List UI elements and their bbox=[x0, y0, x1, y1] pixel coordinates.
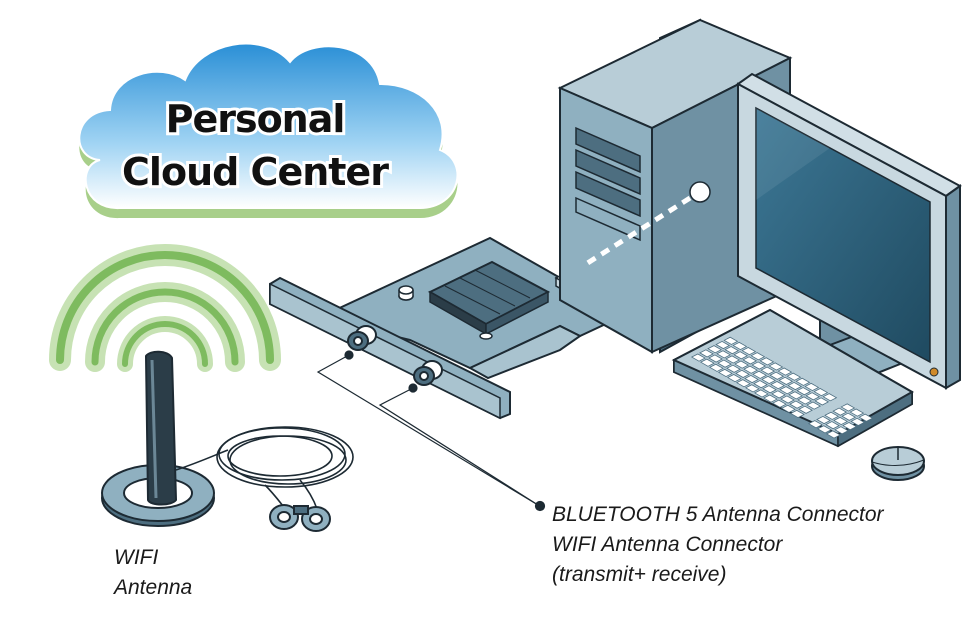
keyboard-key bbox=[771, 399, 787, 408]
keyboard-key bbox=[750, 352, 766, 361]
keyboard-key bbox=[842, 422, 858, 431]
keyboard-key bbox=[741, 347, 757, 356]
keyboard-key bbox=[777, 367, 793, 376]
keyboard-key bbox=[858, 413, 874, 422]
keyboard-key bbox=[780, 395, 795, 404]
keyboard-key bbox=[770, 381, 786, 390]
keyboard-key bbox=[849, 408, 865, 417]
cloud-icon: Personal Cloud Center bbox=[78, 42, 459, 219]
keyboard-key bbox=[841, 412, 857, 421]
connector-label-bluetooth: BLUETOOTH 5 Antenna Connector bbox=[552, 503, 884, 526]
keyboard-key bbox=[732, 341, 748, 351]
keyboard-key bbox=[726, 364, 741, 373]
connector-leader-lines bbox=[316, 350, 546, 512]
cloud-title-line2: Cloud Center bbox=[122, 150, 389, 194]
keyboard-key bbox=[798, 405, 813, 414]
keyboard-key bbox=[742, 356, 758, 365]
keyboard-key bbox=[813, 388, 829, 397]
keyboard-key bbox=[795, 377, 811, 386]
wifi-antenna-label-line1: WIFI bbox=[114, 546, 159, 569]
keyboard-key bbox=[735, 379, 751, 388]
keyboard-key bbox=[833, 416, 849, 426]
wifi-antenna-label-line2: Antenna bbox=[114, 576, 193, 599]
keyboard-key bbox=[789, 400, 804, 409]
keyboard-key bbox=[825, 430, 841, 439]
keyboard-key bbox=[832, 407, 848, 416]
wifi-signal-icon bbox=[49, 244, 281, 372]
keyboard-key bbox=[762, 394, 778, 403]
keyboard-key bbox=[768, 362, 784, 371]
keyboard-key bbox=[715, 340, 731, 350]
keyboard-key bbox=[744, 384, 760, 393]
wifi-antenna-label: WIFI Antenna bbox=[114, 543, 224, 603]
keyboard-key bbox=[759, 357, 775, 366]
keyboard-key bbox=[789, 409, 805, 419]
keyboard-key bbox=[707, 345, 723, 354]
keyboard-key bbox=[744, 374, 759, 384]
keyboard-key bbox=[751, 361, 767, 370]
keyboard-key bbox=[726, 374, 742, 383]
keyboard-key bbox=[779, 386, 795, 395]
keyboard-key bbox=[699, 358, 715, 367]
keyboard-key bbox=[753, 389, 769, 398]
keyboard-key bbox=[796, 387, 812, 396]
keyboard-key bbox=[717, 359, 732, 368]
keyboard-key bbox=[735, 369, 750, 378]
monitor-icon bbox=[736, 72, 962, 390]
keyboard-key bbox=[834, 426, 849, 435]
keyboard-key bbox=[690, 353, 706, 362]
keyboard-key bbox=[708, 363, 724, 372]
keyboard-key bbox=[778, 376, 794, 385]
keyboard-key bbox=[816, 415, 831, 425]
keyboard-key bbox=[804, 382, 820, 392]
keyboard-key bbox=[717, 368, 733, 378]
keyboard-key bbox=[825, 421, 840, 430]
connector-label-wifi: WIFI Antenna Connector bbox=[552, 533, 783, 556]
keyboard-icon bbox=[671, 308, 915, 448]
connector-label: BLUETOOTH 5 Antenna Connector WIFI Anten… bbox=[552, 500, 972, 590]
keyboard-key bbox=[807, 420, 823, 429]
keyboard-key bbox=[787, 381, 803, 391]
pci-card-icon bbox=[269, 236, 611, 420]
connector-label-mode: (transmit+ receive) bbox=[552, 563, 727, 586]
keyboard-key bbox=[822, 393, 838, 402]
keyboard-key bbox=[769, 371, 785, 380]
keyboard-key bbox=[797, 396, 813, 405]
keyboard-key bbox=[743, 365, 759, 374]
keyboard-key bbox=[771, 390, 786, 399]
keyboard-key bbox=[824, 411, 840, 420]
keyboard-key bbox=[708, 354, 723, 363]
keyboard-key bbox=[780, 404, 796, 413]
keyboard-key bbox=[734, 360, 750, 369]
keyboard-key bbox=[788, 391, 804, 400]
keyboard-key bbox=[850, 417, 866, 426]
keyboard-key bbox=[752, 370, 768, 379]
keyboard-key bbox=[761, 375, 777, 385]
keyboard-key bbox=[816, 425, 832, 434]
keyboard-key bbox=[725, 355, 741, 364]
keyboard-key bbox=[806, 401, 822, 410]
keyboard-key bbox=[814, 397, 830, 406]
keyboard-key bbox=[786, 372, 802, 381]
keyboard-key bbox=[724, 346, 740, 355]
mouse-icon bbox=[871, 446, 925, 481]
keyboard-key bbox=[805, 392, 821, 401]
keyboard-key bbox=[699, 349, 714, 358]
keyboard-key bbox=[723, 336, 739, 345]
cloud-title-line1: Personal bbox=[166, 97, 345, 141]
keyboard-key bbox=[733, 351, 749, 360]
keyboard-key bbox=[840, 403, 856, 412]
keyboard-key bbox=[716, 350, 732, 359]
keyboard-key bbox=[760, 366, 776, 375]
keyboard-key bbox=[762, 385, 777, 394]
keyboard-key bbox=[753, 380, 768, 389]
antenna-icon bbox=[101, 350, 354, 532]
